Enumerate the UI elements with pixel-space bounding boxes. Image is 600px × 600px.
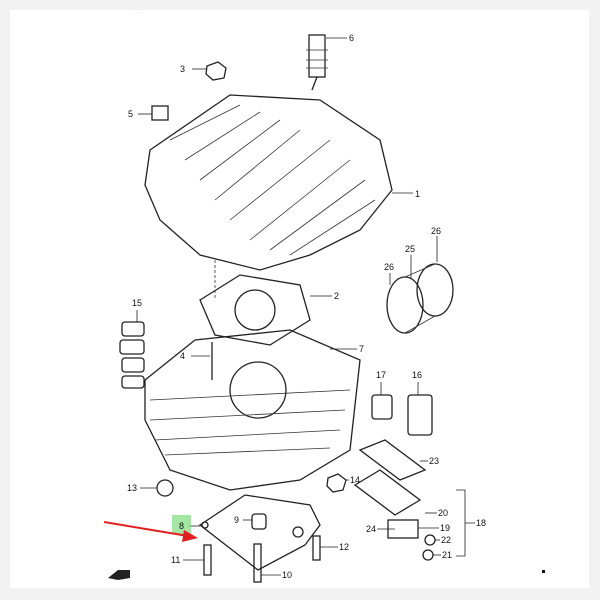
spark-plug	[306, 34, 328, 91]
callout-17[interactable]: 17	[376, 370, 386, 380]
callout-19[interactable]: 19	[440, 523, 450, 533]
rubber-damper-stack	[119, 321, 145, 389]
callout-5[interactable]: 5	[128, 109, 133, 119]
intake-pipe	[386, 263, 454, 334]
callout-12[interactable]: 12	[339, 542, 349, 552]
highlight-box	[172, 515, 191, 534]
callout-25[interactable]: 25	[405, 244, 415, 254]
diagram-panel	[10, 10, 589, 588]
head-nut	[205, 61, 227, 81]
callout-1[interactable]: 1	[415, 189, 420, 199]
callout-21[interactable]: 21	[442, 550, 452, 560]
callout-7[interactable]: 7	[359, 344, 364, 354]
damper-16	[407, 394, 433, 436]
callout-3[interactable]: 3	[180, 64, 185, 74]
callout-11[interactable]: 11	[171, 555, 180, 565]
callout-26-left[interactable]: 26	[384, 262, 394, 272]
nut-13	[156, 479, 174, 497]
callout-9[interactable]: 9	[234, 515, 239, 525]
callout-16[interactable]: 16	[412, 370, 422, 380]
callout-20[interactable]: 20	[438, 508, 448, 518]
stud-10	[253, 543, 262, 583]
damper-17	[371, 394, 393, 420]
callout-24[interactable]: 24	[366, 524, 376, 534]
callout-15[interactable]: 15	[132, 298, 142, 308]
callout-6[interactable]: 6	[349, 33, 354, 43]
head-gasket	[199, 274, 311, 346]
cylinder	[144, 329, 361, 491]
base-gasket	[198, 494, 321, 571]
cylinder-head	[144, 94, 393, 271]
callout-18[interactable]: 18	[476, 518, 486, 528]
dot-mark	[542, 570, 545, 573]
callout-10[interactable]: 10	[282, 570, 292, 580]
callout-23[interactable]: 23	[429, 456, 439, 466]
red-arrow-icon	[103, 521, 198, 542]
callout-26-top[interactable]: 26	[431, 226, 441, 236]
callout-2[interactable]: 2	[334, 291, 339, 301]
reed-valve-assembly	[353, 439, 436, 561]
dowel-pin-9	[251, 513, 267, 530]
cap-part	[151, 105, 169, 121]
front-direction-icon	[108, 570, 130, 580]
leader-lines	[136, 37, 475, 576]
stud-12	[312, 535, 321, 561]
callout-22[interactable]: 22	[441, 535, 451, 545]
callout-14[interactable]: 14	[350, 475, 360, 485]
callout-4[interactable]: 4	[180, 351, 185, 361]
callout-13[interactable]: 13	[127, 483, 137, 493]
nut-14	[326, 473, 347, 493]
header-text: ·····	[135, 10, 142, 15]
callout-8[interactable]: 8	[179, 521, 184, 531]
stud-11	[203, 544, 212, 576]
